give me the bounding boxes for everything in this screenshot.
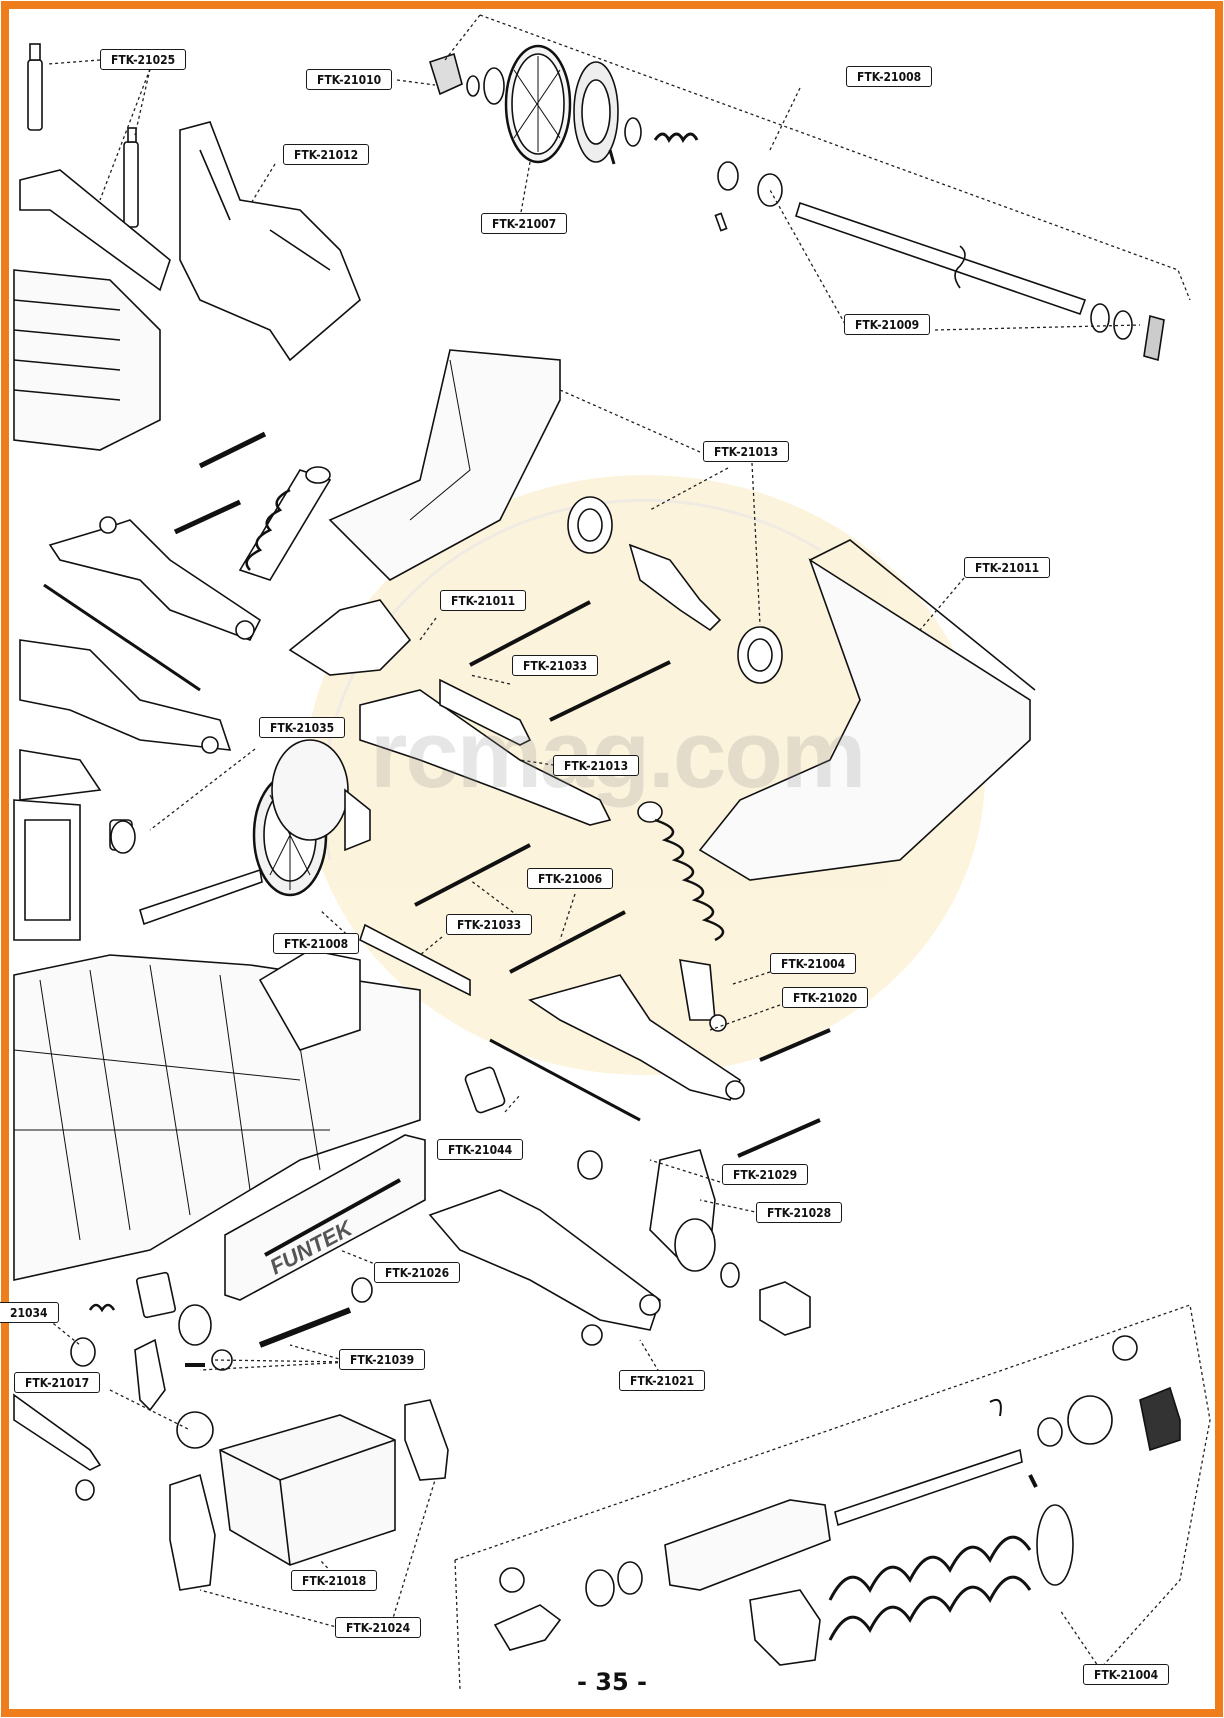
callout-ftk-21018: FTK-21018: [291, 1570, 378, 1591]
callout-ftk-21008-mid: FTK-21008: [273, 933, 360, 954]
callout-ftk-21004-exploded: FTK-21004: [1083, 1664, 1170, 1685]
callout-ftk-21017: FTK-21017: [14, 1372, 101, 1393]
callout-ftk-21028: FTK-21028: [756, 1202, 843, 1223]
callout-ftk-21011-right: FTK-21011: [964, 557, 1051, 578]
wing-mount-parts: [288, 349, 1036, 1158]
shock-exploded-parts: [493, 1335, 1181, 1666]
callout-ftk-21039: FTK-21039: [339, 1349, 426, 1370]
callout-ftk-21007: FTK-21007: [481, 213, 568, 234]
suspension-arms-left: [19, 431, 267, 851]
callout-ftk-21025: FTK-21025: [100, 49, 187, 70]
callout-ftk-21021: FTK-21021: [619, 1370, 706, 1391]
callout-ftk-21026: FTK-21026: [374, 1262, 461, 1283]
lower-rear-arms: [428, 974, 811, 1346]
watermark-text: rcmag.com: [370, 700, 866, 810]
callout-ftk-21033-bottom: FTK-21033: [446, 914, 533, 935]
top-drivetrain-parts: [429, 44, 1165, 362]
shock-upper: [238, 466, 332, 581]
callout-ftk-21024: FTK-21024: [335, 1617, 422, 1638]
callout-ftk-21033-top: FTK-21033: [512, 655, 599, 676]
callout-ftk-21020: FTK-21020: [782, 987, 869, 1008]
callout-ftk-21010: FTK-21010: [306, 69, 393, 90]
callout-ftk-21044: FTK-21044: [437, 1139, 524, 1160]
callout-ftk-21029: FTK-21029: [722, 1164, 809, 1185]
callout-ftk-21009: FTK-21009: [844, 314, 931, 335]
differential-parts: [110, 739, 371, 926]
steering-servo-parts: [13, 1271, 449, 1591]
callout-ftk-21004-shock: FTK-21004: [770, 953, 857, 974]
page-number: - 35 -: [576, 1668, 648, 1696]
callout-ftk-21034: 21034: [0, 1302, 59, 1323]
callout-ftk-21013-mid: FTK-21013: [553, 755, 640, 776]
callout-ftk-21006: FTK-21006: [527, 868, 614, 889]
chassis-and-braces: [13, 43, 421, 1281]
shock-rear: [637, 801, 727, 1032]
callout-ftk-21011-left: FTK-21011: [440, 590, 527, 611]
callout-ftk-21008-top: FTK-21008: [846, 66, 933, 87]
callout-ftk-21013-top: FTK-21013: [703, 441, 790, 462]
callout-ftk-21035: FTK-21035: [259, 717, 346, 738]
callout-ftk-21012: FTK-21012: [283, 144, 370, 165]
